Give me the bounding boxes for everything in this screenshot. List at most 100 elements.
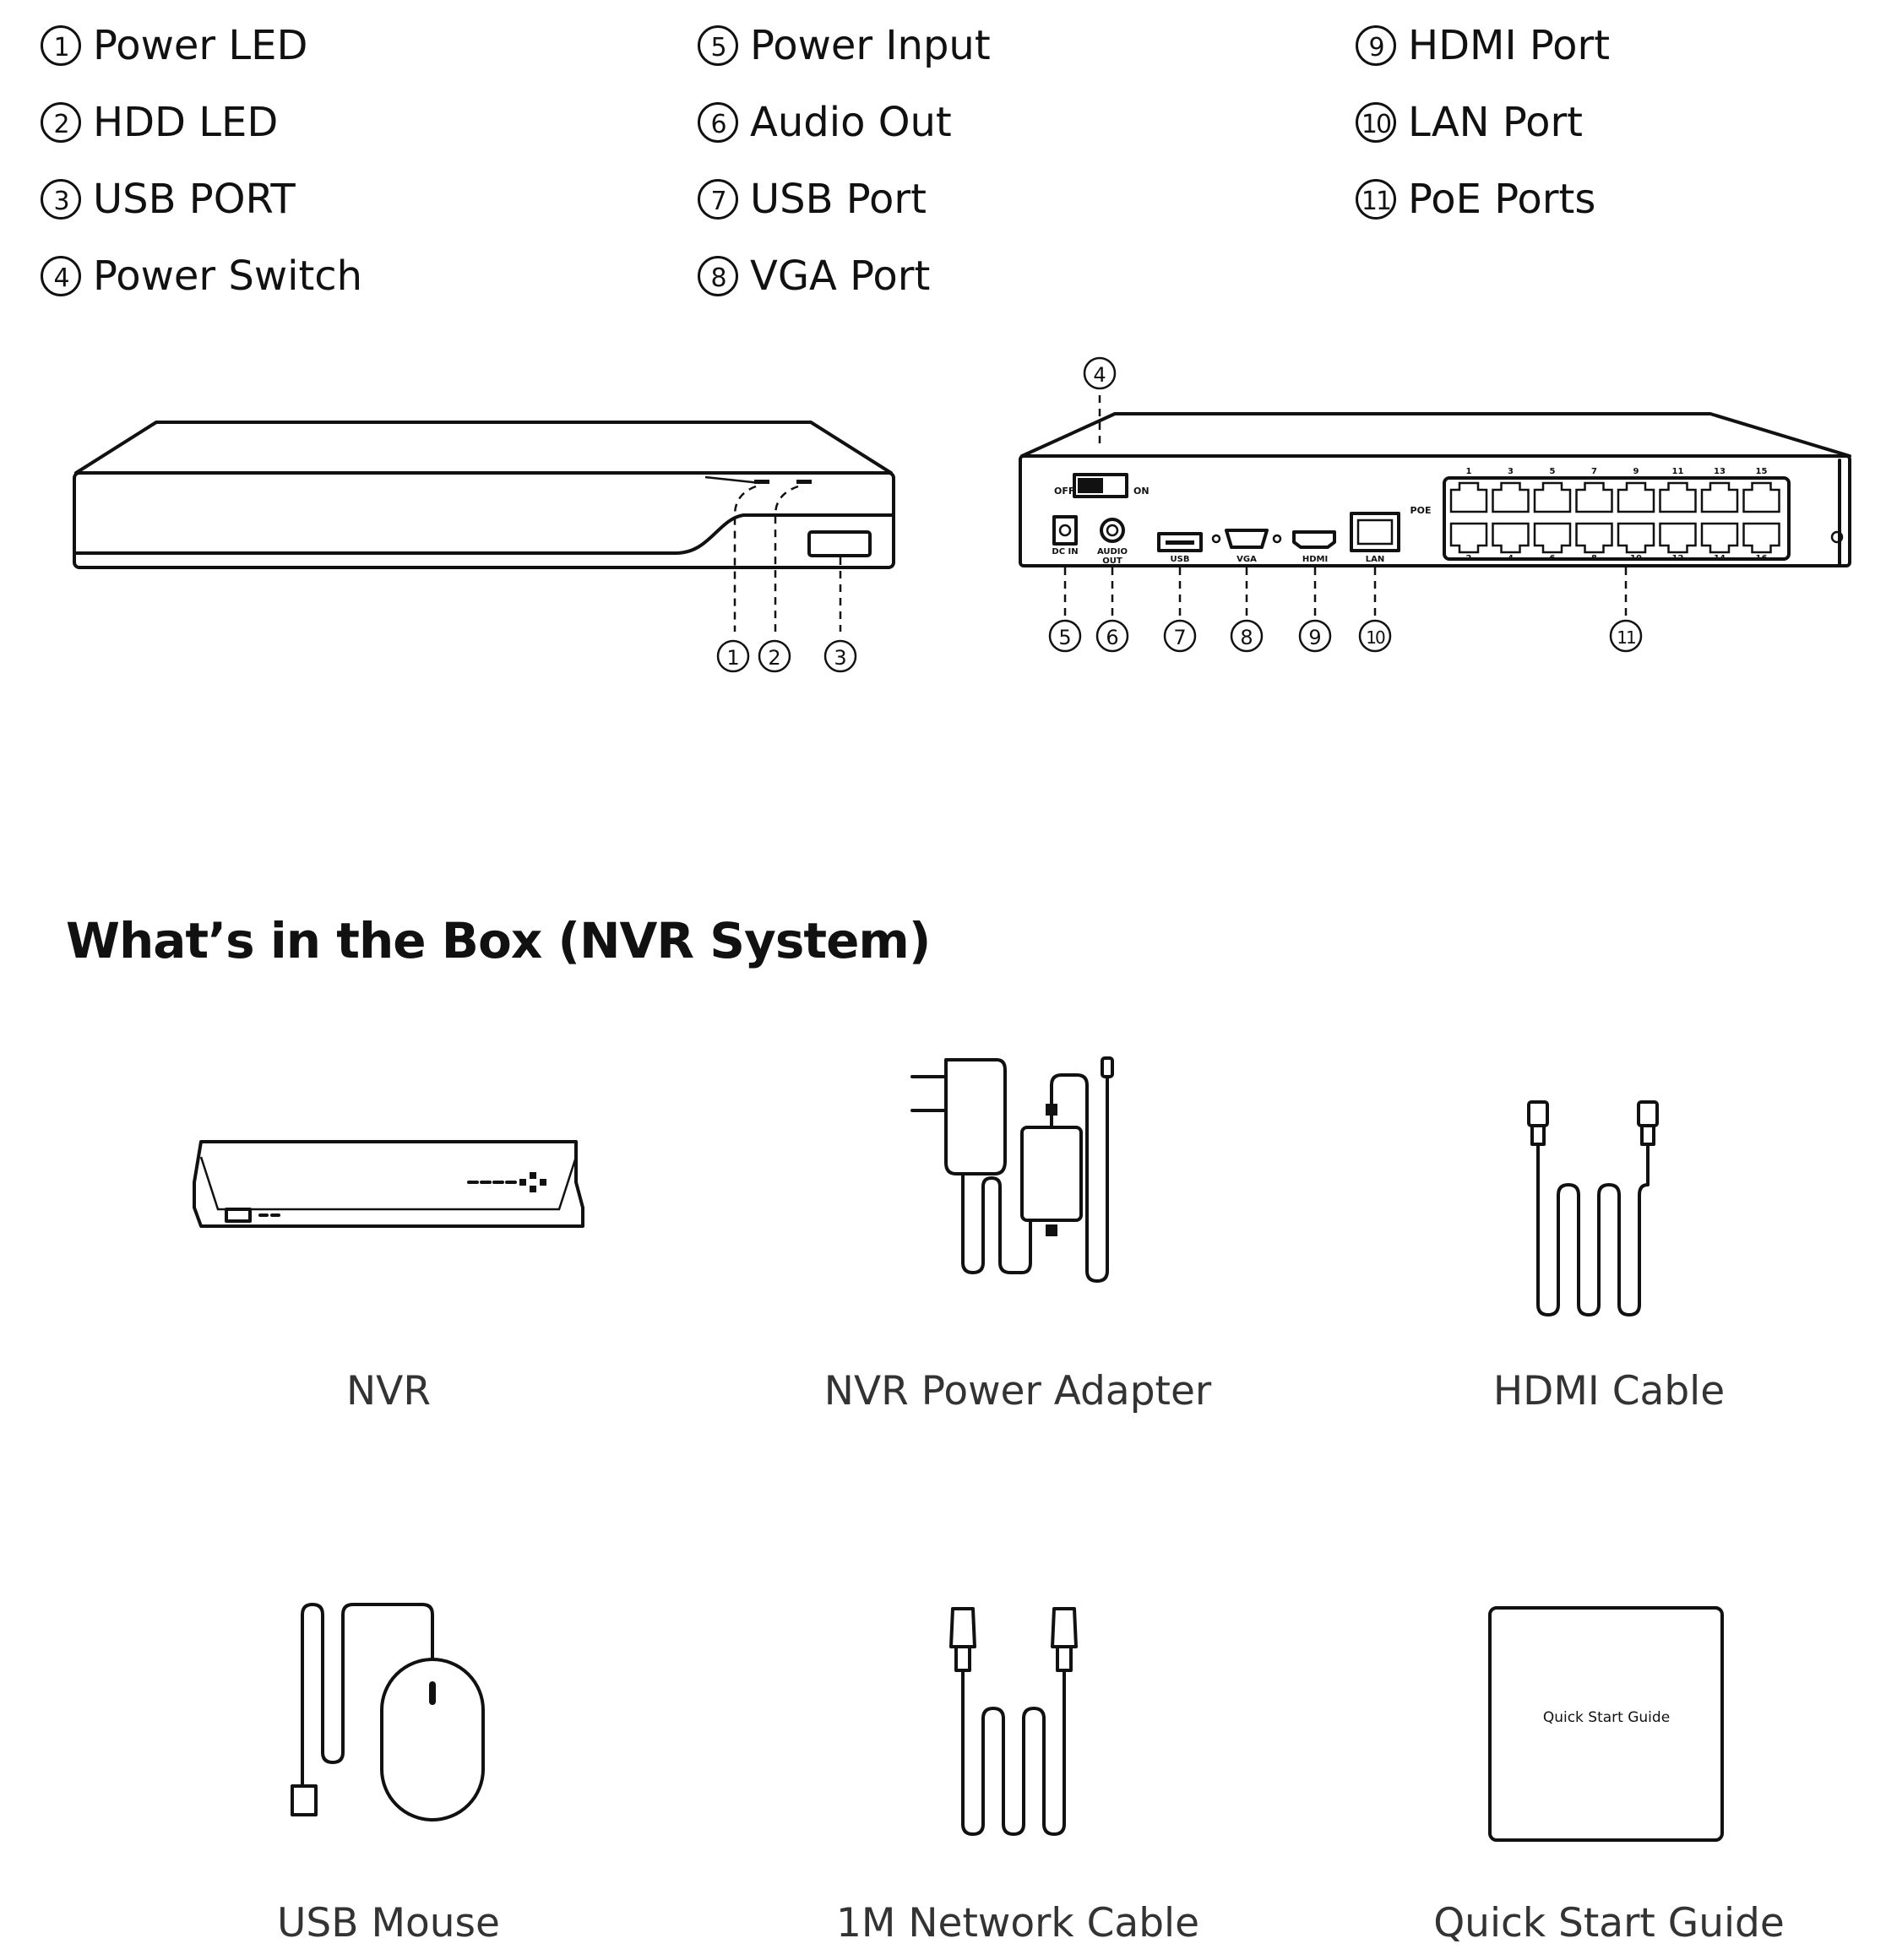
- poe-port: [1617, 522, 1655, 554]
- poe-port-number: 3: [1508, 467, 1514, 476]
- svg-text:DC IN: DC IN: [1052, 547, 1078, 557]
- svg-text:VGA: VGA: [1236, 555, 1257, 564]
- poe-port-number: 1: [1466, 467, 1472, 476]
- poe-port: [1575, 522, 1613, 554]
- poe-port: [1492, 522, 1530, 554]
- poe-port-number: 2: [1466, 554, 1472, 563]
- hdmi-cable-icon: [1527, 1100, 1659, 1317]
- poe-port: [1659, 522, 1697, 554]
- nvr-icon: [193, 1140, 584, 1228]
- svg-text:7: 7: [1173, 626, 1186, 649]
- svg-text:5: 5: [1058, 626, 1071, 649]
- poe-port: [1575, 481, 1613, 513]
- svg-text:LAN: LAN: [1366, 555, 1384, 564]
- callout-10: 10: [1358, 619, 1392, 653]
- callout-number: 2: [41, 102, 81, 143]
- audio-out-port: [1100, 518, 1125, 543]
- guide-cover-text: Quick Start Guide: [1543, 1709, 1670, 1726]
- poe-port: [1617, 481, 1655, 513]
- svg-text:AUDIO: AUDIO: [1097, 547, 1128, 557]
- nvr-rear-view: OFF ON 4 DC IN AUDIO OUT USB VGA HDMI LA…: [1019, 356, 1851, 653]
- poe-port: [1492, 481, 1530, 513]
- caption-nvr: NVR: [346, 1368, 431, 1414]
- poe-port-number: 16: [1756, 554, 1768, 563]
- poe-port-number: 15: [1756, 467, 1768, 476]
- caption-power-adapter: NVR Power Adapter: [823, 1368, 1212, 1414]
- svg-text:9: 9: [1308, 626, 1321, 649]
- svg-text:4: 4: [1093, 363, 1106, 387]
- lan-port: [1350, 512, 1400, 552]
- nvr-front-view: 1 2 3: [73, 421, 895, 673]
- caption-hdmi-cable: HDMI Cable: [1492, 1368, 1726, 1414]
- legend-item-audio-out: 6 Audio Out: [698, 97, 952, 148]
- legend-item-usb-port-rear: 7 USB Port: [698, 174, 927, 225]
- power-switch: [1073, 473, 1128, 498]
- poe-port-number: 12: [1672, 554, 1684, 563]
- svg-text:OFF: OFF: [1054, 486, 1074, 497]
- legend-item-lan-port: 10 LAN Port: [1356, 97, 1583, 148]
- legend-label: USB Port: [750, 176, 927, 223]
- svg-text:6: 6: [1106, 626, 1118, 649]
- callout-1: 1: [716, 639, 750, 673]
- poe-port-number: 8: [1591, 554, 1597, 563]
- callout-2: 2: [758, 639, 791, 673]
- dc-in-port: [1052, 515, 1078, 546]
- svg-text:10: 10: [1366, 627, 1385, 648]
- legend-label: Audio Out: [750, 99, 952, 146]
- poe-port-block: [1443, 476, 1791, 561]
- hdmi-port: [1292, 530, 1336, 549]
- poe-port-number: 14: [1714, 554, 1726, 563]
- callout-number: 6: [698, 102, 738, 143]
- svg-text:HDMI: HDMI: [1302, 555, 1328, 564]
- poe-port-number: 4: [1508, 554, 1514, 563]
- poe-port-number: 6: [1550, 554, 1556, 563]
- vga-port: [1225, 529, 1269, 549]
- callout-number: 4: [41, 256, 81, 296]
- poe-port-number: 11: [1672, 467, 1684, 476]
- poe-port: [1449, 522, 1488, 554]
- callout-number: 1: [41, 25, 81, 66]
- legend-label: PoE Ports: [1408, 176, 1596, 223]
- svg-text:USB: USB: [1171, 555, 1190, 564]
- rear-usb-port: [1157, 532, 1203, 552]
- callout-11: 11: [1609, 619, 1643, 653]
- svg-text:3: 3: [834, 646, 846, 670]
- svg-text:OUT: OUT: [1102, 557, 1122, 566]
- caption-quick-start-guide: Quick Start Guide: [1433, 1900, 1785, 1946]
- legend-label: LAN Port: [1408, 99, 1583, 146]
- callout-number: 3: [41, 179, 81, 220]
- svg-text:11: 11: [1617, 627, 1635, 648]
- section-title: What’s in the Box (NVR System): [66, 912, 931, 969]
- callout-number: 10: [1356, 102, 1396, 143]
- callout-number: 9: [1356, 25, 1396, 66]
- power-led-indicator: [754, 480, 769, 484]
- callout-3: 3: [823, 639, 857, 673]
- callout-4: 4: [1083, 356, 1117, 390]
- caption-usb-mouse: USB Mouse: [277, 1900, 500, 1946]
- poe-port: [1533, 481, 1572, 513]
- poe-port-number: 13: [1714, 467, 1726, 476]
- callout-6: 6: [1095, 619, 1129, 653]
- svg-text:2: 2: [768, 646, 780, 670]
- svg-text:8: 8: [1240, 626, 1253, 649]
- callout-number: 8: [698, 256, 738, 296]
- callout-9: 9: [1298, 619, 1332, 653]
- poe-port: [1700, 481, 1739, 513]
- callout-number: 7: [698, 179, 738, 220]
- svg-text:ON: ON: [1133, 486, 1150, 497]
- poe-ports: [1449, 481, 1780, 554]
- svg-text:POE: POE: [1410, 505, 1432, 516]
- power-adapter-icon: [910, 1056, 1114, 1283]
- front-usb-port: [807, 530, 872, 557]
- callout-number: 5: [698, 25, 738, 66]
- poe-port-number: 7: [1591, 467, 1597, 476]
- svg-text:1: 1: [726, 646, 739, 670]
- caption-network-cable: 1M Network Cable: [836, 1900, 1199, 1946]
- legend-label: Power Input: [750, 22, 991, 69]
